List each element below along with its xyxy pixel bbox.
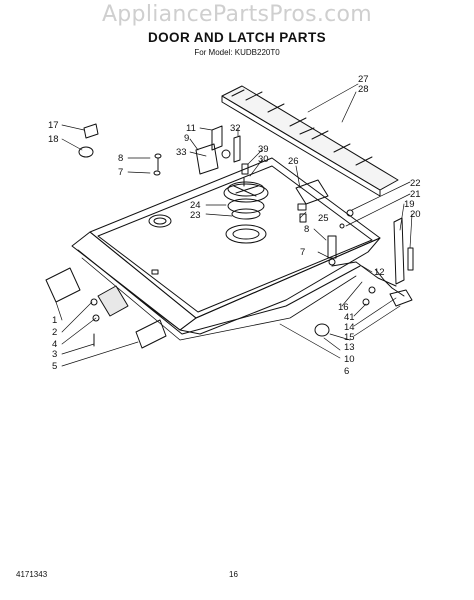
callout-5: 5 [52,361,57,372]
inner-door-panel [71,157,381,341]
callout-27: 27 [358,74,369,85]
callout-25: 25 [318,213,329,224]
page-number: 16 [229,570,238,579]
callout-41: 41 [344,312,355,323]
callout-19: 19 [404,199,415,210]
callout-33: 33 [176,147,187,158]
callout-21: 21 [410,189,421,200]
left-lower-latch [45,267,167,349]
callout-11: 11 [186,123,196,134]
callout-6: 6 [344,366,349,377]
callout-32: 32 [230,123,241,134]
plug-part [314,323,330,337]
callout-7-upper: 7 [118,167,123,178]
watermark: AppliancePartsPros.com [101,2,373,27]
callout-30: 30 [258,154,269,165]
rinse-aid-opening [225,224,267,244]
model-subtitle: For Model: KUDB220T0 [194,48,280,57]
part-document-number: 4171343 [16,570,48,579]
callout-14: 14 [344,322,355,333]
callout-12: 12 [374,267,385,278]
callout-13: 13 [344,342,355,353]
callout-28: 28 [358,84,369,95]
knob-part [83,123,99,139]
callout-1: 1 [52,315,57,326]
dispenser-opening [148,214,172,228]
callout-20: 20 [410,209,421,220]
right-side-latch [327,209,414,285]
callout-15: 15 [344,332,355,343]
callout-2: 2 [52,327,57,338]
callout-17: 17 [48,120,59,131]
callout-18: 18 [48,134,59,145]
latch-rod-assembly [331,261,413,307]
callout-8-upper: 8 [118,153,123,164]
callout-16: 16 [338,302,349,313]
detergent-cup [223,163,269,220]
callout-24: 24 [190,200,201,211]
grommet-part [78,146,94,158]
leader-lines [55,83,413,367]
callout-26: 26 [288,156,299,167]
callout-4: 4 [52,339,57,350]
callout-3: 3 [52,349,57,360]
callout-22: 22 [410,178,421,189]
vent-assembly [221,85,399,197]
callout-8-lower: 8 [304,224,309,235]
callout-39: 39 [258,144,269,155]
callout-10: 10 [344,354,355,365]
callout-23: 23 [190,210,201,221]
screw-part-7 [153,170,161,176]
callout-7-lower: 7 [300,247,305,258]
callout-9: 9 [184,133,189,144]
hinge-bracket-parts [195,125,241,175]
page-title: DOOR AND LATCH PARTS [148,30,326,45]
